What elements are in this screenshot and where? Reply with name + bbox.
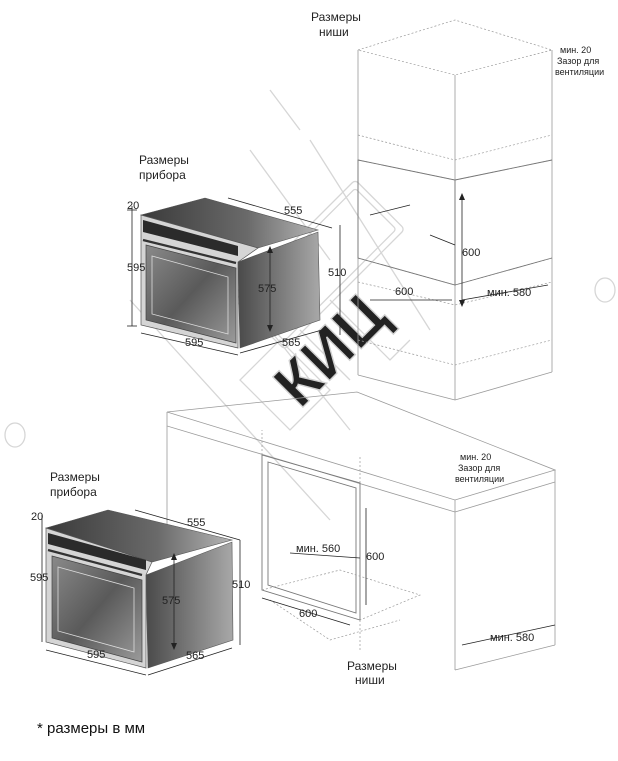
- bottom-device-title: Размеры прибора: [50, 470, 100, 499]
- svg-text:мин. 20: мин. 20: [560, 45, 591, 55]
- bottom-oven: [44, 509, 234, 669]
- bottom-oven-dimensions: 20 595 555 575 510 595 565: [30, 509, 250, 676]
- svg-text:прибора: прибора: [139, 168, 186, 182]
- svg-text:вентиляции: вентиляции: [555, 67, 604, 77]
- bottom-niche-height-label: 600: [366, 551, 384, 563]
- bottom-oven-height-label: 595: [30, 572, 48, 584]
- bottom-niche-depth-label: мин. 580: [490, 632, 534, 644]
- top-oven-dimensions: 20 595 555 575 510 595 565: [127, 197, 346, 356]
- top-niche-height-label: 600: [462, 247, 480, 259]
- svg-text:Размеры: Размеры: [311, 10, 361, 24]
- bottom-niche-width-label: 600: [299, 608, 317, 620]
- top-oven-side-height-label: 510: [328, 267, 346, 279]
- svg-text:Размеры: Размеры: [50, 470, 100, 484]
- bottom-oven-inner-height-label: 575: [162, 595, 180, 607]
- svg-text:Зазор для: Зазор для: [557, 56, 599, 66]
- bottom-oven-depth-label: 555: [187, 517, 205, 529]
- top-oven-inner-height-label: 575: [258, 283, 276, 295]
- svg-text:вентиляции: вентиляции: [455, 474, 504, 484]
- top-niche-cabinet: 600 600 мин. 580: [356, 19, 554, 401]
- svg-text:мин. 20: мин. 20: [460, 452, 491, 462]
- top-niche-depth-label: мин. 580: [487, 287, 531, 299]
- top-oven-depth-label: 555: [284, 205, 302, 217]
- bottom-niche-min-width-label: мин. 560: [296, 543, 340, 555]
- bottom-oven-side-height-label: 510: [232, 579, 250, 591]
- svg-text:ниши: ниши: [319, 25, 349, 39]
- top-device-title: Размеры прибора: [139, 153, 189, 182]
- svg-text:Размеры: Размеры: [347, 659, 397, 673]
- bottom-oven-side-depth-label: 565: [186, 650, 204, 662]
- bottom-niche-title: Размеры ниши: [347, 659, 397, 687]
- units-footnote: * размеры в мм: [37, 720, 146, 737]
- svg-text:Зазор для: Зазор для: [458, 463, 500, 473]
- svg-text:Размеры: Размеры: [139, 153, 189, 167]
- svg-text:ниши: ниши: [355, 673, 385, 687]
- top-oven-height-label: 595: [127, 262, 145, 274]
- top-oven-width-label: 595: [185, 337, 203, 349]
- bottom-niche-counter: мин. 560 600 600 мин. 580: [166, 391, 557, 671]
- top-niche-width-label: 600: [395, 286, 413, 298]
- top-vent-note: мин. 20 Зазор для вентиляции: [555, 45, 604, 77]
- svg-text:прибора: прибора: [50, 485, 97, 499]
- top-niche-title: Размеры ниши: [311, 10, 361, 39]
- bottom-vent-note: мин. 20 Зазор для вентиляции: [455, 452, 504, 484]
- top-oven: [139, 197, 321, 349]
- bottom-oven-width-label: 595: [87, 649, 105, 661]
- top-oven-top-gap-label: 20: [127, 200, 139, 212]
- top-oven-side-depth-label: 565: [282, 337, 300, 349]
- bottom-oven-top-gap-label: 20: [31, 511, 43, 523]
